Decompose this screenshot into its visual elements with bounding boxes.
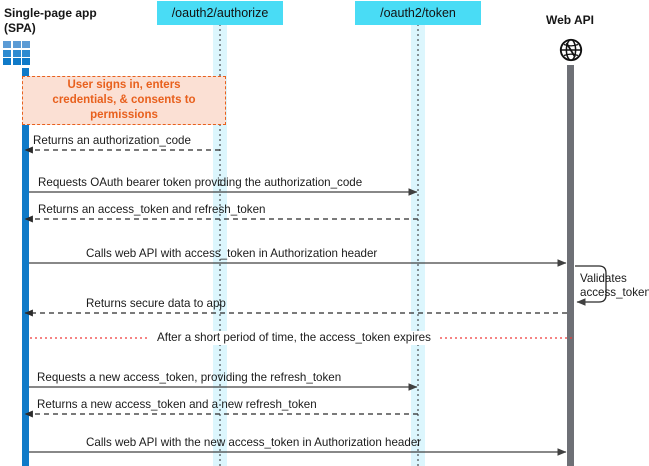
note-line-2: credentials, & consents to: [52, 94, 196, 106]
note-line-3: permissions: [90, 109, 158, 121]
note-line-1: User signs in, enters: [67, 79, 181, 91]
app-grid-cell: [12, 49, 21, 57]
message-label-4: Calls web API with access_token in Autho…: [86, 247, 378, 260]
app-grid-cell: [12, 41, 21, 48]
globe-icon: [559, 38, 583, 62]
participant-label-spa: Single-page app (SPA): [4, 6, 97, 36]
message-label-2: Requests OAuth bearer token providing th…: [38, 176, 363, 189]
app-grid-cell: [22, 49, 30, 57]
participant-header-authorize[interactable]: /oauth2/authorize: [157, 1, 283, 25]
participant-label-spa-line1: Single-page app: [4, 6, 97, 20]
app-grid-icon: [3, 41, 30, 66]
message-label-8: Calls web API with the new access_token …: [86, 436, 422, 449]
app-grid-cell: [22, 58, 30, 65]
app-grid-cell: [12, 58, 21, 65]
app-grid-cell: [3, 58, 11, 65]
self-message-label-validates: Validates access_token: [580, 272, 649, 300]
message-label-7: Returns a new access_token and a new ref…: [37, 398, 317, 411]
message-label-1: Returns an authorization_code: [33, 134, 191, 147]
app-grid-cell: [3, 49, 11, 57]
self-message-validates-path: [575, 265, 607, 306]
user-signin-note: User signs in, enters credentials, & con…: [22, 76, 226, 125]
message-label-5: Returns secure data to app: [86, 297, 226, 310]
participant-label-spa-line2: (SPA): [4, 21, 36, 35]
message-label-6: Requests a new access_token, providing t…: [37, 371, 342, 384]
activation-bar-webapi: [567, 65, 574, 466]
self-message-label-line2: access_token: [580, 286, 649, 299]
activation-bar-spa: [22, 68, 29, 466]
self-message-label-line1: Validates: [580, 272, 627, 285]
participant-header-token[interactable]: /oauth2/token: [355, 1, 481, 25]
participant-label-webapi: Web API: [546, 13, 595, 27]
divider-label-token-expires: After a short period of time, the access…: [150, 331, 438, 345]
message-label-3: Returns an access_token and refresh_toke…: [38, 203, 266, 216]
app-grid-cell: [3, 41, 11, 48]
app-grid-cell: [22, 41, 30, 48]
